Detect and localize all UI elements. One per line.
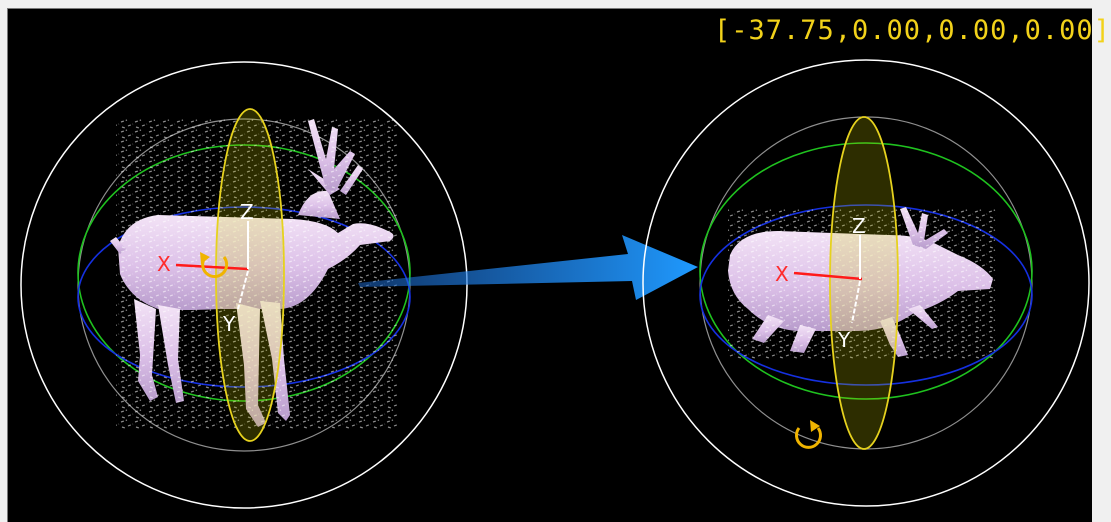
deer-model — [110, 119, 398, 429]
x-axis-ring[interactable] — [829, 116, 899, 450]
x-axis-label: X — [775, 262, 789, 286]
rotation-readout: [-37.75,0.00,0.00,0.00] — [714, 15, 1111, 46]
gizmo-before[interactable]: X Z Y — [20, 61, 468, 509]
arrow-right-icon — [358, 235, 698, 300]
y-axis-line — [237, 270, 249, 310]
gizmo-after[interactable]: X Z Y — [642, 59, 1090, 507]
scene-canvas[interactable]: X Z Y — [8, 9, 1092, 522]
z-axis-ring[interactable] — [699, 204, 1033, 386]
3d-viewport[interactable]: X Z Y — [7, 8, 1110, 522]
x-axis-ring[interactable] — [215, 108, 285, 442]
deer-model-rotated — [728, 207, 996, 359]
outer-rotation-ring[interactable] — [20, 61, 468, 509]
x-axis-line — [793, 271, 863, 281]
y-axis-label: Y — [837, 328, 851, 352]
x-axis-line — [175, 263, 249, 271]
y-axis-line — [851, 280, 861, 324]
z-axis-label: Z — [852, 214, 866, 238]
y-axis-ring[interactable] — [699, 142, 1033, 400]
y-axis-label: Y — [222, 312, 236, 336]
x-axis-label: X — [157, 252, 171, 276]
outer-rotation-ring[interactable] — [642, 59, 1090, 507]
rotate-handle-icon[interactable] — [200, 252, 229, 278]
rotate-handle-icon[interactable] — [795, 420, 822, 449]
z-axis-label: Z — [240, 200, 254, 224]
